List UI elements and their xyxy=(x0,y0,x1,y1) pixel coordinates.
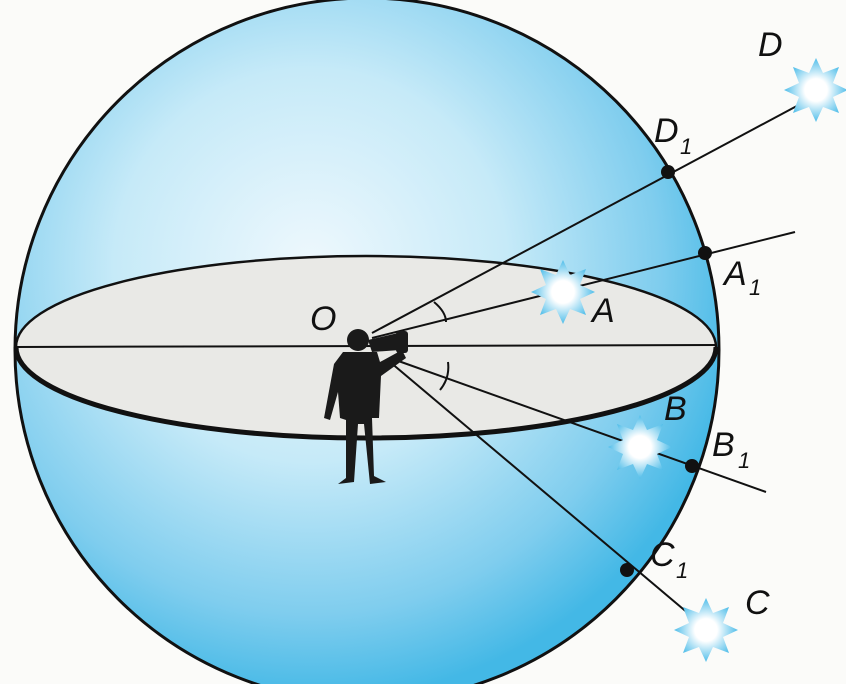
star-icon xyxy=(674,598,738,662)
label-c1-subscript: 1 xyxy=(676,558,688,583)
label-a1: A xyxy=(722,255,747,293)
label-c1: C xyxy=(650,536,675,574)
label-a: A xyxy=(590,292,615,330)
label-d1: D xyxy=(654,112,679,150)
label-o: O xyxy=(310,300,336,338)
label-d: D xyxy=(758,26,783,64)
point-b1 xyxy=(685,459,699,473)
point-a1 xyxy=(698,246,712,260)
label-b1-subscript: 1 xyxy=(738,448,750,473)
point-c1 xyxy=(620,563,634,577)
label-d1-subscript: 1 xyxy=(680,134,692,159)
star-icon xyxy=(784,58,846,122)
label-b: B xyxy=(664,390,687,428)
star-icon xyxy=(608,415,672,479)
label-a1-subscript: 1 xyxy=(749,275,761,300)
star-icon xyxy=(531,260,595,324)
label-b1: B xyxy=(712,426,735,464)
label-c: C xyxy=(745,584,770,622)
point-d1 xyxy=(661,165,675,179)
